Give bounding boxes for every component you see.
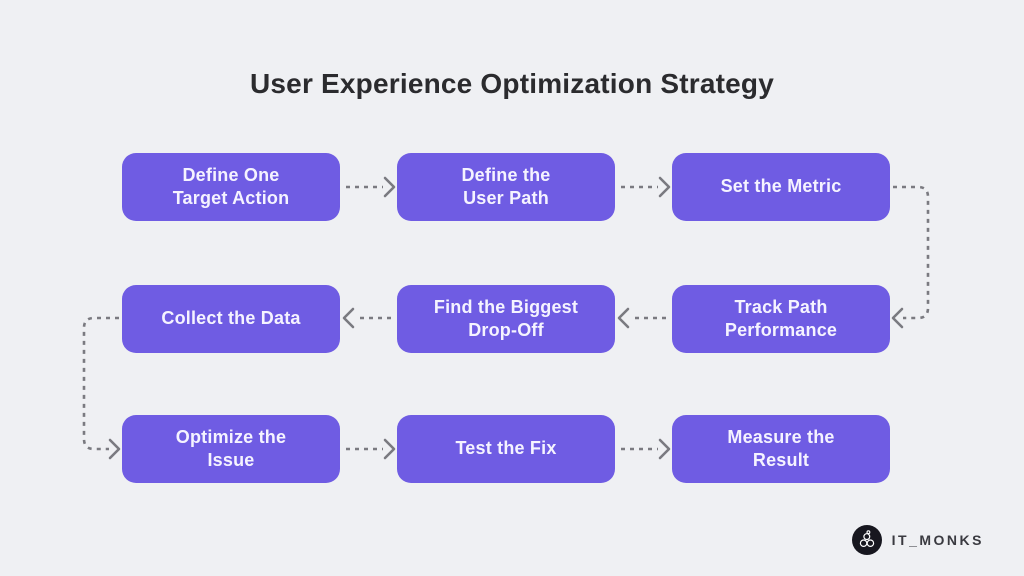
connector-step1-to-step2 bbox=[346, 176, 396, 198]
flow-step-define-the-user-path: Define the User Path bbox=[397, 153, 615, 221]
flow-step-optimize-the-issue: Optimize the Issue bbox=[122, 415, 340, 483]
flow-step-define-one-target-action: Define One Target Action bbox=[122, 153, 340, 221]
flow-step-label: Optimize the Issue bbox=[175, 426, 287, 470]
connector-step6-to-step7 bbox=[82, 316, 121, 460]
flow-step-label: Track Path Performance bbox=[724, 296, 838, 340]
connector-step3-to-step4 bbox=[891, 185, 930, 329]
logo-wordmark: IT_MONKS bbox=[891, 532, 984, 548]
flow-step-label: Find the Biggest Drop-Off bbox=[433, 296, 579, 340]
page-title: User Experience Optimization Strategy bbox=[249, 68, 774, 99]
connector-step4-to-step5 bbox=[617, 307, 666, 329]
flow-step-measure-the-result: Measure the Result bbox=[672, 415, 890, 483]
flow-step-label: Test the Fix bbox=[455, 438, 557, 459]
flow-step-track-path-performance: Track Path Performance bbox=[672, 285, 890, 353]
flow-step-label: Define the User Path bbox=[461, 164, 551, 208]
flow-step-test-the-fix: Test the Fix bbox=[397, 415, 615, 483]
connector-step2-to-step3 bbox=[621, 176, 671, 198]
flow-step-label: Measure the Result bbox=[727, 426, 835, 470]
flow-step-set-the-metric: Set the Metric bbox=[672, 153, 890, 221]
flow-step-collect-the-data: Collect the Data bbox=[122, 285, 340, 353]
flow-step-label: Define One Target Action bbox=[172, 164, 290, 208]
it-monks-logo: IT_MONKS bbox=[851, 525, 984, 555]
monk-figure-icon bbox=[851, 525, 882, 555]
connector-step8-to-step9 bbox=[621, 438, 671, 460]
flow-step-find-the-biggest-drop-off: Find the Biggest Drop-Off bbox=[397, 285, 615, 353]
connector-step5-to-step6 bbox=[342, 307, 391, 329]
flow-step-label: Collect the Data bbox=[161, 308, 301, 329]
connector-step7-to-step8 bbox=[346, 438, 396, 460]
flow-step-label: Set the Metric bbox=[720, 176, 842, 197]
